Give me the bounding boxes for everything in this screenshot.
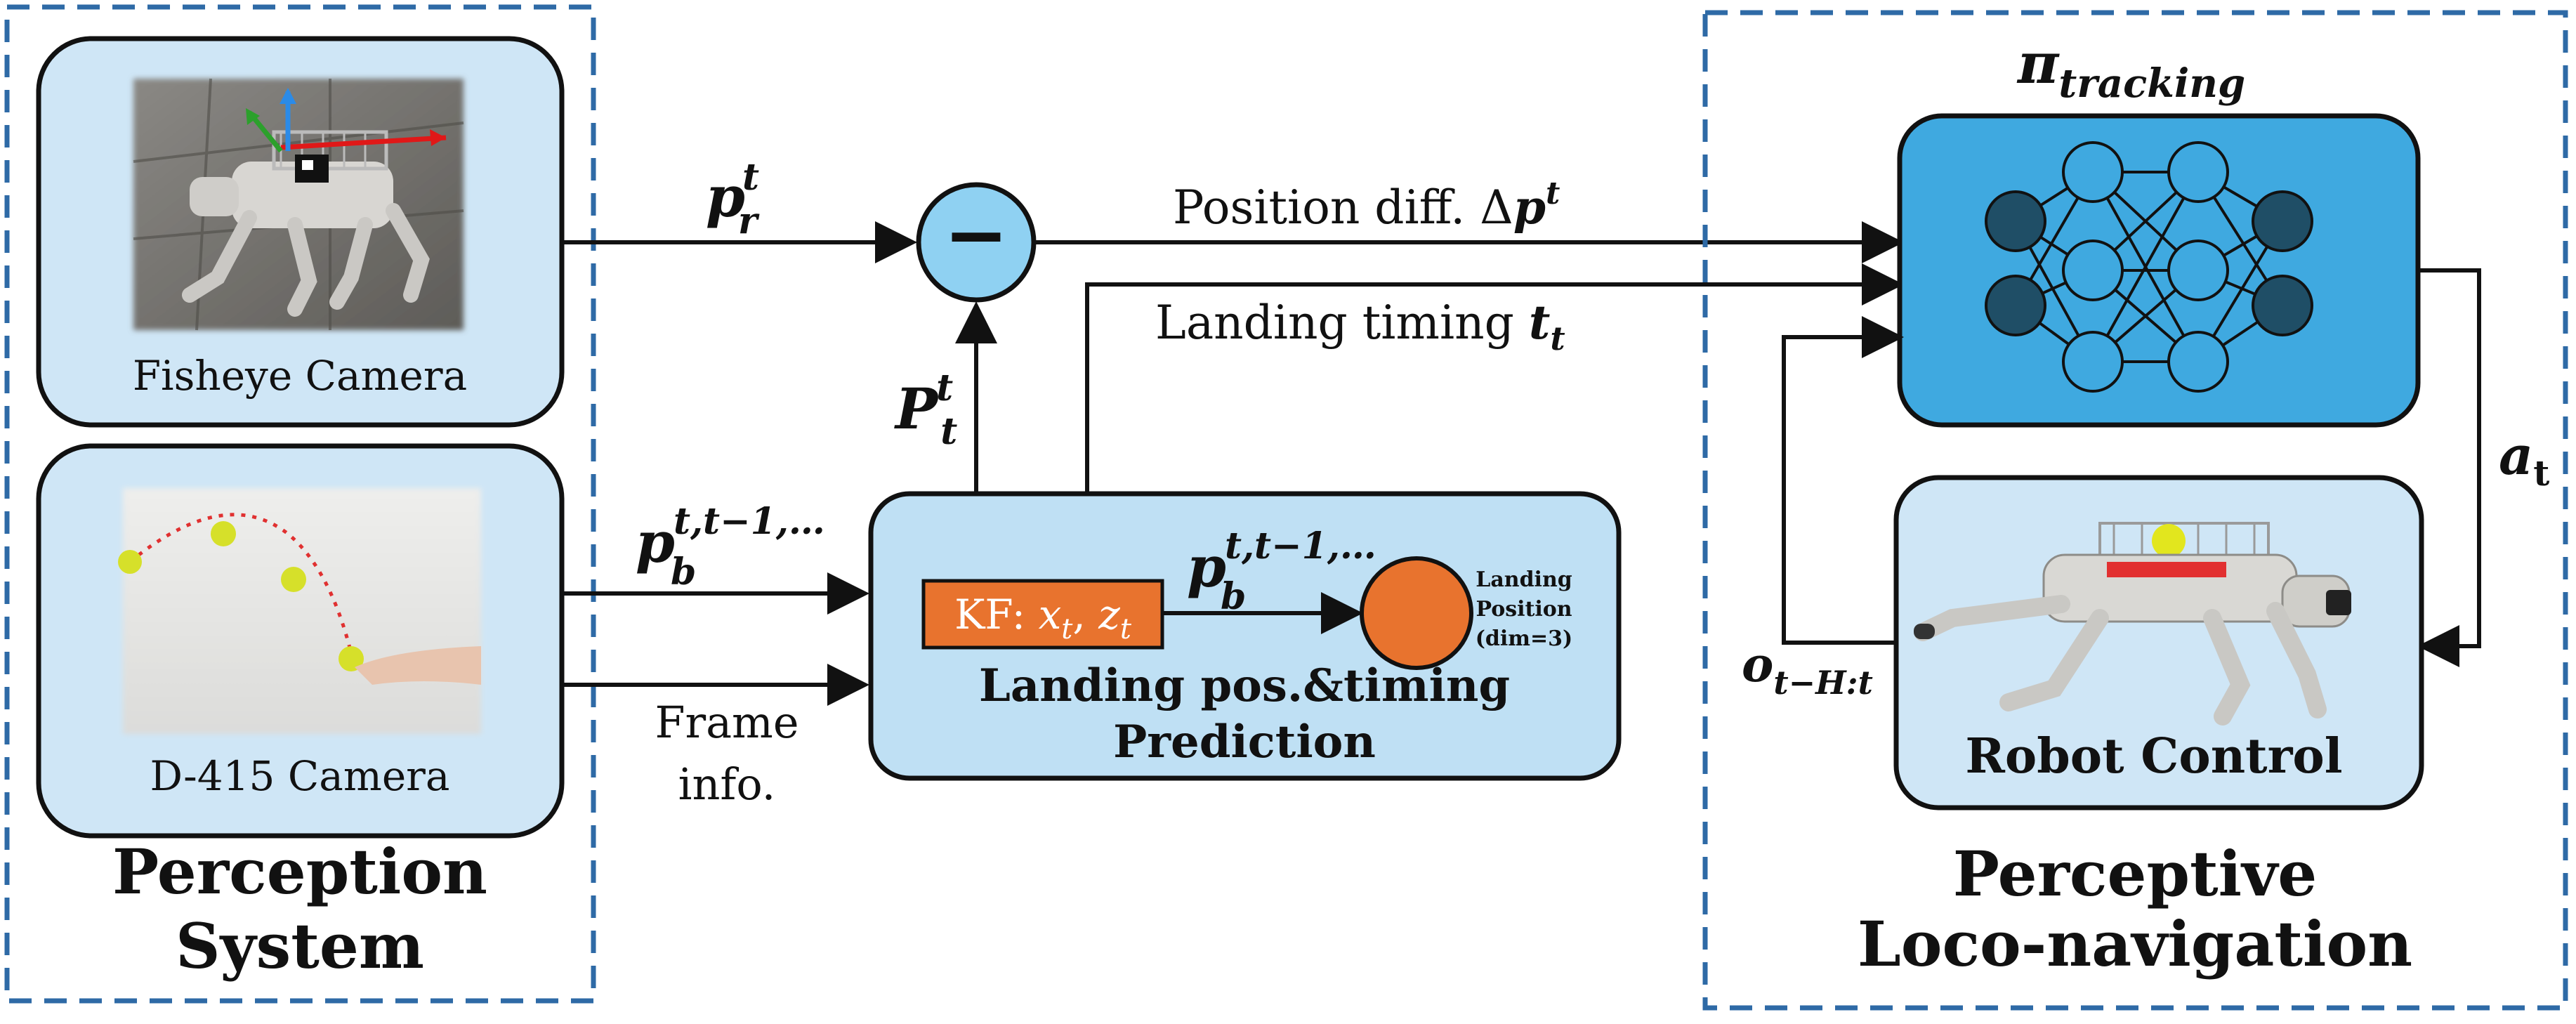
ball-throw-photo-icon bbox=[118, 488, 481, 734]
prediction-title-line1: Landing pos.&timing bbox=[979, 659, 1510, 712]
policy-label: πtracking bbox=[2016, 30, 2245, 107]
landing-position-line3: (dim=3) bbox=[1476, 626, 1573, 651]
perception-title-line1: Perception bbox=[112, 835, 487, 908]
d415-camera-box: D-415 Camera bbox=[36, 443, 565, 839]
frame-info-line1: Frame bbox=[655, 697, 799, 748]
pb-signal-label: pt,t−1,…b bbox=[636, 500, 825, 593]
landing-position-line1: Landing bbox=[1476, 567, 1572, 592]
landing-position-node bbox=[1360, 556, 1473, 670]
neural-network-icon bbox=[1985, 141, 2313, 393]
perception-system-group: Fisheye Camera D-415 Camera Perception S… bbox=[4, 4, 596, 1004]
loco-title-line1: Perceptive bbox=[1953, 837, 2317, 910]
minus-symbol: − bbox=[944, 190, 1008, 280]
kf-box bbox=[921, 579, 1164, 650]
robot-dog-photo-icon bbox=[1914, 522, 2351, 726]
loco-group-border bbox=[1702, 10, 2568, 1011]
action-arrow bbox=[2417, 268, 2481, 667]
fisheye-camera-label: Fisheye Camera bbox=[133, 352, 467, 400]
fisheye-camera-box: Fisheye Camera bbox=[36, 36, 565, 428]
landing-position-line2: Position bbox=[1476, 597, 1572, 622]
policy-network-box bbox=[1897, 113, 2421, 428]
robot-control-box: Robot Control bbox=[1893, 475, 2424, 810]
position-diff-label: Position diff. Δpt bbox=[1173, 176, 1560, 235]
robot-control-label: Robot Control bbox=[1965, 728, 2342, 785]
d415-camera-label: D-415 Camera bbox=[150, 752, 450, 800]
kf-label: KF: xt, zt bbox=[954, 591, 1132, 645]
inner-pb-label: pt,t−1,…b bbox=[1187, 525, 1376, 618]
landing-timing-arrow bbox=[1085, 263, 1904, 492]
loco-title-line2: Loco-navigation bbox=[1858, 907, 2412, 980]
landing-timing-label: Landing timing tt bbox=[1155, 295, 1565, 357]
prediction-title-line2: Prediction bbox=[1113, 716, 1376, 768]
observation-arrow bbox=[1782, 316, 1904, 645]
loco-navigation-group: πtracking bbox=[1702, 10, 2568, 1011]
action-label: at bbox=[2499, 424, 2549, 494]
prediction-box: KF: xt, zt pt,t−1,…b Landing Position (d… bbox=[868, 491, 1622, 781]
perception-group-border bbox=[4, 4, 596, 1004]
observation-label: ot−H:t bbox=[1742, 637, 1873, 702]
frame-info-line2: info. bbox=[678, 759, 776, 810]
perception-title-line2: System bbox=[176, 910, 424, 983]
robot-dog-photo-icon bbox=[133, 78, 464, 331]
minus-circle: − bbox=[916, 182, 1037, 303]
